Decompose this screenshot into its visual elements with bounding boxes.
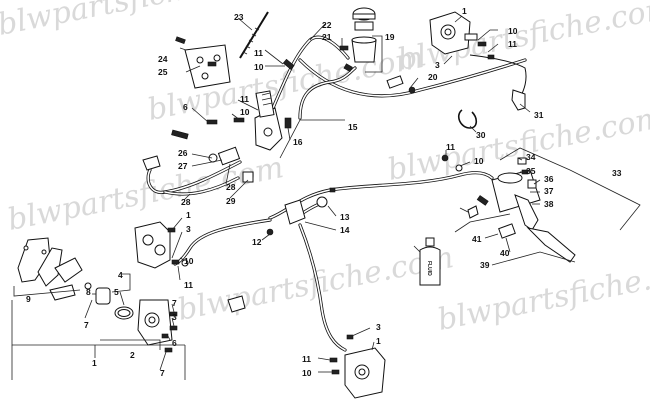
callout-27: 29 <box>226 196 236 206</box>
callout-24: 26 <box>178 148 188 158</box>
watermark-text: blwpartsfiche.com <box>175 240 457 328</box>
bleeder-screw-21 <box>239 11 269 59</box>
callout-22: 24 <box>158 54 168 64</box>
callout-33: 35 <box>526 166 536 176</box>
callout-1: 1 <box>186 210 191 220</box>
mount-bracket-22 <box>175 36 231 89</box>
callout-10: 10 <box>302 368 312 378</box>
callout-21: 23 <box>234 12 244 22</box>
callout-11: 11 <box>508 39 517 49</box>
callout-11: 11 <box>446 142 455 152</box>
callout-31: 33 <box>612 168 622 178</box>
callout-30: 31 <box>534 110 544 120</box>
callout-11: 11 <box>240 94 249 104</box>
callout-1: 1 <box>376 336 381 346</box>
caliper-components <box>84 282 246 353</box>
watermark-text: blwpartsfiche.com <box>435 250 650 338</box>
callout-6: 6 <box>172 338 177 348</box>
callout-17: 19 <box>385 32 395 42</box>
callout-39: 41 <box>472 234 482 244</box>
callout-28: 28 <box>181 197 191 207</box>
callout-10: 10 <box>254 62 264 72</box>
junction-block <box>266 187 336 236</box>
callout-5: 5 <box>114 287 119 297</box>
handlebar-master-cylinder <box>441 154 576 263</box>
callout-10: 10 <box>240 107 250 117</box>
watermark-layer: blwpartsfiche.com blwpartsfiche.com blwp… <box>0 0 650 338</box>
callout-15: 15 <box>348 122 358 132</box>
parts: FLUID <box>17 7 576 399</box>
callout-14: 14 <box>340 225 350 235</box>
callout-32: 34 <box>526 152 536 162</box>
brake-fluid-reservoir-17 <box>339 7 416 94</box>
brake-caliper-top-right <box>429 11 526 111</box>
callout-23: 25 <box>158 67 168 77</box>
callout-7: 7 <box>84 320 89 330</box>
callout-37: 39 <box>480 260 490 270</box>
callout-10: 10 <box>184 256 194 266</box>
callout-11: 11 <box>184 280 193 290</box>
callout-36: 38 <box>544 199 554 209</box>
callout-34: 36 <box>544 174 554 184</box>
callout-25: 27 <box>178 161 188 171</box>
callout-3: 3 <box>435 60 440 70</box>
callout-26: 28 <box>226 182 236 192</box>
callout-3: 3 <box>376 322 381 332</box>
callout-7: 7 <box>172 298 177 308</box>
brake-fluid-bottle-41: FLUID <box>419 237 441 286</box>
callout-29: 30 <box>476 130 486 140</box>
callout-12: 12 <box>252 237 262 247</box>
callout-9: 9 <box>26 294 31 304</box>
callout-13: 13 <box>340 212 350 222</box>
callout-6: 6 <box>183 102 188 112</box>
callout-7: 7 <box>160 368 165 378</box>
callout-10: 10 <box>474 156 484 166</box>
callout-3: 3 <box>172 312 177 322</box>
callout-3: 3 <box>186 224 191 234</box>
callout-1: 1 <box>92 358 97 368</box>
bottle-label: FLUID <box>426 261 432 276</box>
callout-4: 4 <box>118 270 123 280</box>
brake-caliper-bottom <box>329 334 386 399</box>
callout-16: 16 <box>293 137 303 147</box>
callout-38: 40 <box>500 248 510 258</box>
callout-19: 21 <box>322 32 332 42</box>
callout-18: 20 <box>428 72 438 82</box>
leader-lines <box>11 15 641 380</box>
hose-clip-29 <box>458 109 478 129</box>
rear-master-cylinder <box>142 58 295 183</box>
callout-2: 2 <box>130 350 135 360</box>
brake-pads-9 <box>17 237 83 301</box>
callout-11: 11 <box>254 48 263 58</box>
callout-10: 10 <box>508 26 518 36</box>
callout-labels: 23 22 21 19 20 1 10 11 3 31 30 11 10 24 … <box>26 6 622 378</box>
callout-20: 22 <box>322 20 332 30</box>
brake-caliper-front-left <box>134 221 189 269</box>
callout-8: 8 <box>86 287 91 297</box>
callout-1: 1 <box>462 6 467 16</box>
callout-11: 11 <box>302 354 311 364</box>
callout-35: 37 <box>544 186 554 196</box>
